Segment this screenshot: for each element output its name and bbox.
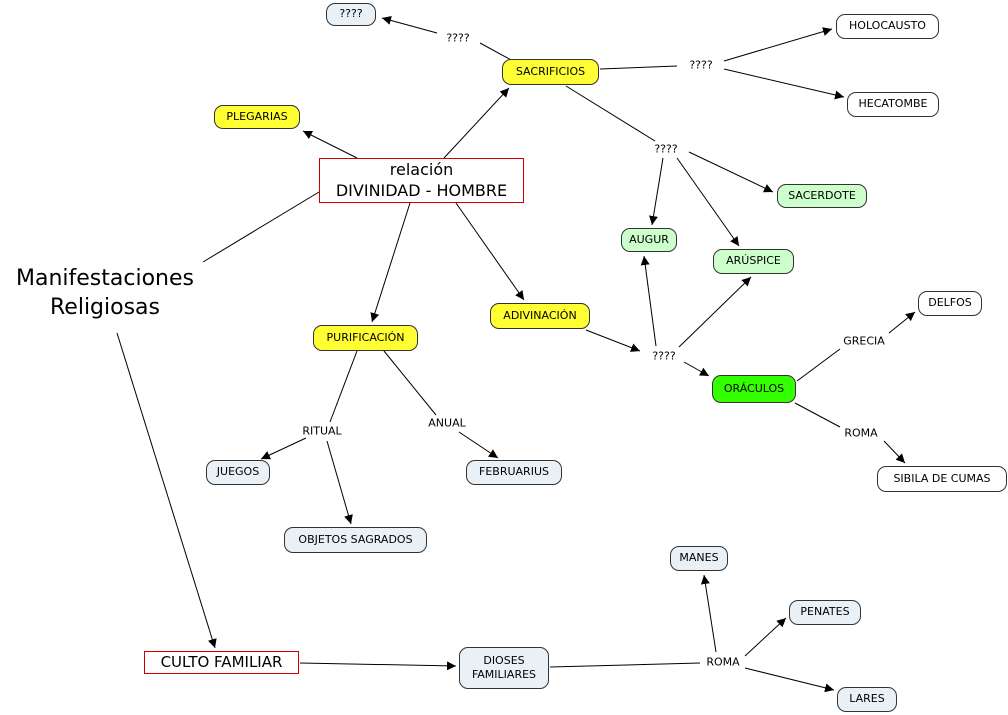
node-label: CULTO FAMILIAR <box>160 652 283 671</box>
edge-oraculos-to-roma <box>794 402 841 428</box>
node-label: LARES <box>849 692 885 706</box>
edge-label-unknown-4[interactable]: ???? <box>649 349 679 363</box>
edge-manifestaciones-to-culto <box>116 332 217 649</box>
edge-roma2-to-penates <box>744 617 787 657</box>
node-label: AUGUR <box>629 232 669 246</box>
edge-relacion-to-sacrificios <box>443 87 510 159</box>
node-sacrificios[interactable]: SACRIFICIOS <box>502 59 599 85</box>
node-label: relación <box>389 159 454 179</box>
node-label: SACERDOTE <box>788 188 856 202</box>
edge-oraculos-to-grecia <box>796 348 841 382</box>
edge-unknown3-to-aruspice <box>676 157 740 247</box>
node-label: OBJETOS SAGRADOS <box>298 532 413 546</box>
node-oraculos[interactable]: ORÁCULOS <box>712 375 796 403</box>
node-label: Religiosas <box>50 295 160 320</box>
edge-unknown3-to-augur <box>649 157 664 226</box>
node-label: FAMILIARES <box>471 668 537 681</box>
node-label: DIVINIDAD - HOMBRE <box>335 180 508 200</box>
edge-ritual-to-objetos <box>326 440 353 525</box>
edge-label-unknown-1[interactable]: ???? <box>443 31 473 45</box>
node-label: SACRIFICIOS <box>515 64 586 78</box>
edge-grecia-to-delfos <box>888 311 916 334</box>
node-label: FEBRUARIUS <box>479 465 549 479</box>
node-holocausto[interactable]: HOLOCAUSTO <box>836 14 939 39</box>
edge-unknown4-to-aruspice <box>678 276 752 348</box>
node-lares[interactable]: LARES <box>837 687 897 712</box>
node-label: HOLOCAUSTO <box>849 19 926 33</box>
node-sacerdote[interactable]: SACERDOTE <box>777 184 867 208</box>
node-label: ARÚSPICE <box>726 254 781 268</box>
edge-roma2-to-manes <box>700 574 717 653</box>
edge-roma-to-sibila <box>883 440 906 464</box>
edge-relacion-to-adivinacion <box>455 202 525 301</box>
node-augur[interactable]: AUGUR <box>621 228 677 252</box>
node-objetos-sagrados[interactable]: OBJETOS SAGRADOS <box>284 527 427 553</box>
edge-relacion-to-purificacion <box>370 202 411 323</box>
node-culto-familiar[interactable]: CULTO FAMILIAR <box>144 651 299 674</box>
node-label: SIBILA DE CUMAS <box>893 471 991 485</box>
node-plegarias[interactable]: PLEGARIAS <box>214 105 300 129</box>
edge-label-roma-dioses[interactable]: ROMA <box>703 655 743 669</box>
node-purificacion[interactable]: PURIFICACIÓN <box>313 325 418 351</box>
edge-unknown1-to-unknown-top <box>381 16 438 34</box>
node-label: PURIFICACIÓN <box>326 330 405 344</box>
edge-culto-to-dioses <box>299 661 457 671</box>
edge-anual-to-februarius <box>458 431 499 459</box>
edge-manifestaciones-to-relacion <box>202 191 320 263</box>
edge-unknown2-to-hecatombe <box>723 68 845 100</box>
edge-sacrificios-to-unknown3 <box>565 85 656 142</box>
edge-ritual-to-juegos <box>260 437 307 460</box>
node-label: PLEGARIAS <box>226 109 288 123</box>
edge-unknown4-to-augur <box>640 255 657 347</box>
edge-label-grecia[interactable]: GRECIA <box>840 334 888 348</box>
node-label: Manifestaciones <box>16 266 194 292</box>
node-label: ADIVINACIÓN <box>503 308 577 322</box>
edge-label-roma-oraculos[interactable]: ROMA <box>841 426 881 440</box>
node-adivinacion[interactable]: ADIVINACIÓN <box>490 303 590 329</box>
node-label: ORÁCULOS <box>723 381 785 395</box>
edge-dioses-to-roma2 <box>549 662 701 668</box>
node-label: JUEGOS <box>216 465 260 479</box>
edge-label-ritual[interactable]: RITUAL <box>299 424 345 438</box>
edge-sacrificios-to-unknown2 <box>599 65 678 70</box>
node-label: PENATES <box>800 605 850 619</box>
node-unknown-top[interactable]: ???? <box>326 3 376 26</box>
node-juegos[interactable]: JUEGOS <box>206 460 270 485</box>
edge-adivinacion-to-unknown4 <box>585 329 641 352</box>
node-sibila-de-cumas[interactable]: SIBILA DE CUMAS <box>877 466 1007 492</box>
node-label: DIOSES <box>483 653 525 667</box>
edge-label-unknown-3[interactable]: ???? <box>651 142 681 156</box>
edge-label-anual[interactable]: ANUAL <box>425 416 469 430</box>
node-label: MANES <box>679 551 719 565</box>
node-label: DELFOS <box>928 296 972 310</box>
node-delfos[interactable]: DELFOS <box>918 291 982 316</box>
node-manes[interactable]: MANES <box>670 546 728 571</box>
node-penates[interactable]: PENATES <box>789 600 861 625</box>
node-februarius[interactable]: FEBRUARIUS <box>466 460 562 485</box>
edge-relacion-to-plegarias <box>302 130 358 159</box>
edge-unknown4-to-oraculos <box>683 361 710 377</box>
node-label: HECATOMBE <box>858 97 928 111</box>
edge-purificacion-to-ritual <box>329 350 358 423</box>
edge-label-unknown-2[interactable]: ???? <box>686 58 716 72</box>
edge-unknown2-to-holocausto <box>723 27 833 62</box>
node-aruspice[interactable]: ARÚSPICE <box>713 249 794 274</box>
edge-purificacion-to-anual <box>383 350 437 416</box>
edge-roma2-to-lares <box>744 667 835 693</box>
edge-unknown3-to-sacerdote <box>688 151 774 193</box>
node-hecatombe[interactable]: HECATOMBE <box>847 92 939 117</box>
node-label: ???? <box>339 7 363 21</box>
